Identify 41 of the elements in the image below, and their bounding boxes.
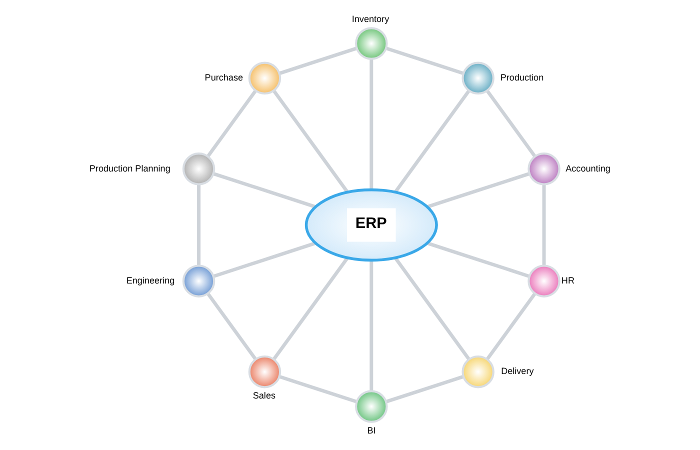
node-circle [527,152,560,186]
connector [542,184,546,266]
connector [212,242,316,278]
connector [272,256,348,360]
node-label: Inventory [351,14,389,24]
connector [206,292,257,360]
node-circle [182,152,215,186]
node-circle [461,355,494,388]
node-ellipse: ERP [304,188,438,262]
node-circle [527,264,560,298]
connector [393,256,470,360]
connector [212,172,316,208]
node-label: Production [500,72,544,83]
node-label: Sales [252,390,276,401]
node-circle [248,62,281,95]
node-circle [461,62,494,95]
connector [385,374,464,404]
connector [485,292,536,360]
connector [272,90,348,194]
connector [278,374,357,404]
node-circle [354,390,388,423]
node-label: Production Planning [88,163,170,174]
node-circle [182,264,215,298]
node-label: Purchase [204,72,243,83]
connector [393,90,470,194]
connector [206,90,256,158]
node-label: Engineering [126,275,174,286]
node-circle [248,355,281,388]
node-label: Accounting [565,163,610,174]
connector [369,58,373,190]
connector [426,172,530,208]
connector [196,184,200,266]
connector [369,260,373,392]
node-label: BI [366,425,376,436]
node-label: Delivery [500,366,534,376]
connector [426,242,530,278]
connector [485,90,536,158]
connector [384,46,464,76]
node-circle [354,27,388,60]
connector [278,46,357,76]
node-label: HR [560,275,574,286]
